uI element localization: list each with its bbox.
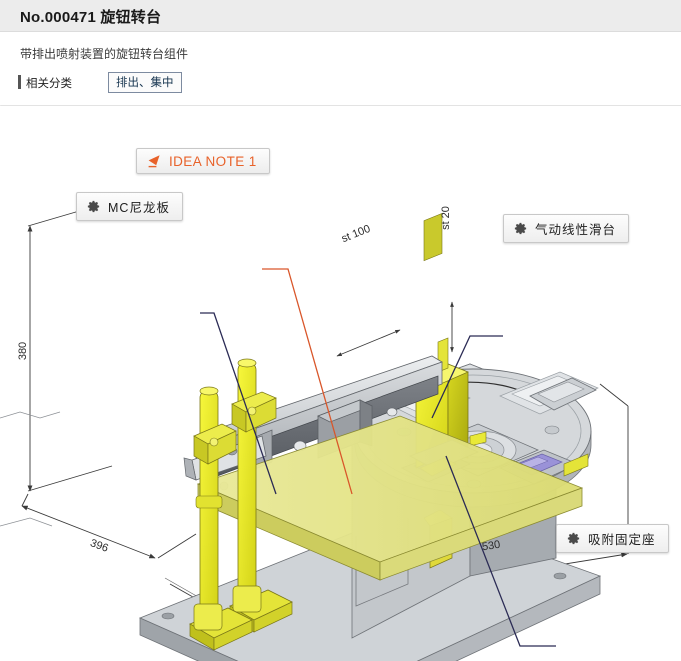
callout-idea-note-label: IDEA NOTE 1: [169, 153, 257, 169]
category-tag[interactable]: 排出、集中: [108, 72, 182, 93]
callout-mc-nylon-plate-label: MC尼龙板: [108, 201, 170, 215]
title-bar: No.000471 旋钮转台: [0, 0, 681, 32]
callout-pneumatic-linear-slide[interactable]: 气动线性滑台: [503, 214, 630, 243]
callout-suction-fixing-base[interactable]: 吸附固定座: [556, 524, 669, 553]
description-text: 带排出喷射装置的旋钮转台组件: [20, 47, 189, 61]
callout-suction-fixing-base-label: 吸附固定座: [588, 533, 656, 547]
category-accent-bar: [18, 75, 21, 89]
gear-icon: [566, 531, 581, 546]
dimension-height: 380: [17, 341, 30, 361]
page-title: No.000471 旋钮转台: [20, 9, 162, 26]
header-divider: [0, 105, 681, 106]
dimension-stroke-vertical: st 20: [439, 206, 452, 230]
category-label: 相关分类: [26, 78, 72, 90]
pencil-icon: [146, 153, 162, 169]
callout-mc-nylon-plate[interactable]: MC尼龙板: [76, 192, 183, 221]
gear-icon: [86, 199, 101, 214]
gear-icon: [513, 221, 528, 236]
cad-drawing-canvas: [0, 106, 681, 661]
callout-pneumatic-linear-slide-label: 气动线性滑台: [535, 223, 617, 237]
callout-idea-note[interactable]: IDEA NOTE 1: [136, 148, 270, 174]
